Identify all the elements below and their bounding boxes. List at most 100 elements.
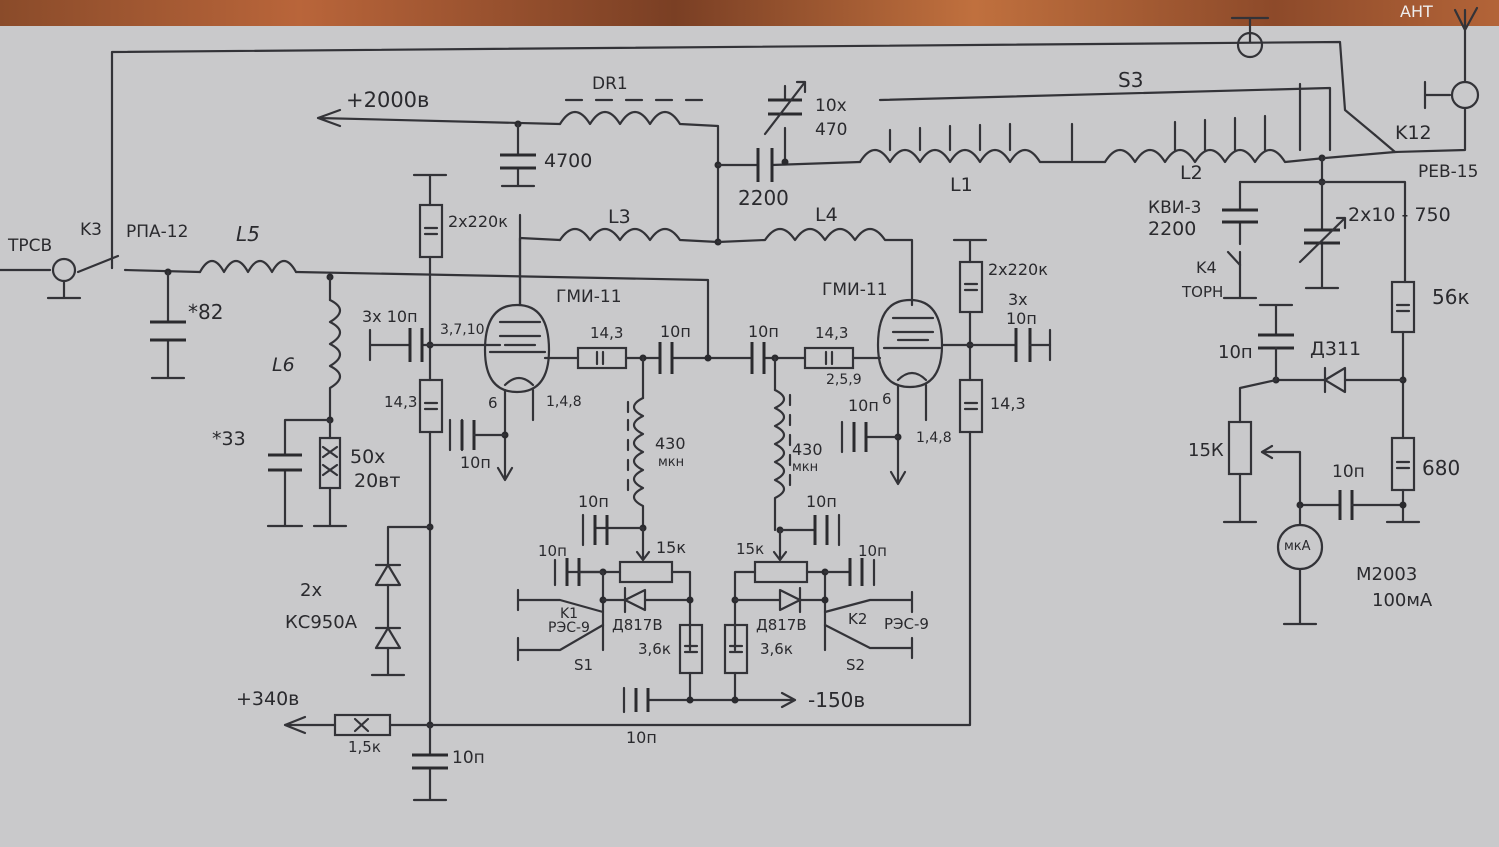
label-ch430b2: мкн (792, 460, 819, 475)
label-c4700: 4700 (544, 150, 593, 172)
label-pin6a: 6 (488, 394, 498, 412)
label-l5: L5 (236, 222, 260, 246)
label-m2003: M2003 (1356, 564, 1418, 585)
label-ch430b: 430 (792, 440, 823, 459)
label-r143c: 14,3 (384, 393, 418, 411)
label-plus340: +340в (236, 688, 300, 710)
label-r2x220a: 2x220к (448, 212, 508, 231)
label-trcv: TPCB (8, 236, 53, 256)
label-l1: L1 (950, 174, 973, 196)
diode-d311 (1323, 366, 1347, 394)
choke-430-right (773, 388, 786, 532)
label-c3x10a: 3x 10п (362, 307, 418, 326)
label-ch430a2: мкн (658, 455, 685, 470)
label-r680: 680 (1422, 456, 1461, 480)
label-plus2000: +2000в (346, 88, 430, 112)
antenna-symbol (1453, 6, 1479, 84)
label-c10l: 10п (1332, 462, 1365, 482)
label-dr1: DR1 (592, 74, 628, 94)
label-pins1: 3,7,10 (440, 322, 485, 338)
label-c10f: 10п (806, 492, 837, 511)
label-d311: Д311 (1310, 338, 1362, 360)
label-r15: 1,5к (348, 738, 381, 756)
coil-l1 (858, 148, 1107, 164)
label-rpa: РПА-12 (126, 222, 189, 242)
connector-symbol (1236, 31, 1264, 59)
label-c33: *33 (212, 428, 246, 450)
coil-l5 (198, 259, 298, 274)
label-r143b: 14,3 (815, 324, 849, 342)
label-k2: K2 (848, 610, 868, 628)
label-pot15b: 15к (736, 540, 765, 558)
label-torn: TOPH (1182, 283, 1224, 301)
label-s2: S2 (846, 656, 866, 674)
label-k12: K12 (1395, 122, 1432, 144)
choke-dr1 (558, 110, 720, 244)
label-r36b: 3,6к (760, 640, 793, 658)
label-pins148b: 1,4,8 (916, 430, 952, 446)
label-meter: мкА (1284, 539, 1311, 554)
label-c3x10b2: 10п (1006, 309, 1037, 328)
label-r50b: 20вт (354, 470, 401, 492)
label-c10j: 10п (452, 748, 485, 768)
label-c10a: 10п (660, 322, 691, 341)
label-l6: L6 (272, 354, 295, 376)
label-res9b: РЭС-9 (884, 615, 929, 633)
coil-l6 (328, 298, 342, 422)
label-r36a: 3,6к (638, 640, 671, 658)
label-pins148a: 1,4,8 (546, 394, 582, 410)
relay-k3-contact (76, 254, 120, 274)
label-l2: L2 (1180, 162, 1203, 184)
label-cout: 2x10 - 750 (1348, 204, 1451, 226)
label-c10e: 10п (578, 492, 609, 511)
label-c10i: 10п (626, 728, 657, 747)
relay-k4-contact (1226, 250, 1242, 267)
label-c82: *82 (188, 300, 224, 324)
zener-d817-right (778, 586, 802, 614)
label-ant: AHT (1400, 2, 1433, 21)
label-k4: K4 (1196, 258, 1217, 277)
label-cvar: 10x (815, 96, 847, 116)
label-c2200: 2200 (738, 186, 789, 210)
bypass-wire (110, 40, 1377, 270)
label-c10d: 10п (848, 396, 879, 415)
label-r143d: 14,3 (990, 394, 1026, 413)
coil-l4 (716, 227, 914, 307)
label-c10c: 10п (460, 453, 491, 472)
label-c10k: 10п (1218, 342, 1253, 363)
label-r56: 56к (1432, 285, 1470, 309)
label-pin6b: 6 (882, 390, 892, 408)
tube-gmi11-left (483, 303, 551, 394)
label-kvi: КВИ-3 (1148, 198, 1202, 218)
label-k3: K3 (80, 220, 102, 240)
label-pot15a: 15к (656, 538, 687, 557)
label-ch430a: 430 (655, 434, 686, 453)
label-pot15c: 15К (1188, 440, 1224, 461)
label-cvar2: 470 (815, 120, 848, 140)
label-s3: S3 (1118, 68, 1144, 92)
label-c3x10b1: 3x (1008, 290, 1028, 309)
label-r2x220b: 2x220к (988, 260, 1048, 279)
label-s1: S1 (574, 656, 594, 674)
label-l4: L4 (815, 204, 838, 226)
label-kvi2: 2200 (1148, 218, 1197, 240)
label-zen: 2x (300, 580, 323, 601)
label-zen2: КС950А (285, 612, 358, 633)
label-r143a: 14,3 (590, 324, 624, 342)
zener-d817-left (623, 586, 647, 614)
label-c10b: 10п (748, 322, 779, 341)
label-pins2: 2,5,9 (826, 372, 862, 388)
relay-k12-contact (1320, 150, 1397, 184)
label-gmi1: ГМИ-11 (556, 287, 622, 307)
coil-l3 (558, 227, 720, 244)
label-d817a: Д817В (612, 616, 663, 634)
label-res9a: РЭС-9 (548, 620, 590, 636)
resistor-load (318, 436, 342, 490)
label-minus150: -150в (808, 688, 866, 712)
label-gmi2: ГМИ-11 (822, 280, 888, 300)
label-c10h: 10п (858, 542, 887, 560)
coil-l2 (1103, 148, 1327, 164)
label-l3: L3 (608, 206, 631, 228)
